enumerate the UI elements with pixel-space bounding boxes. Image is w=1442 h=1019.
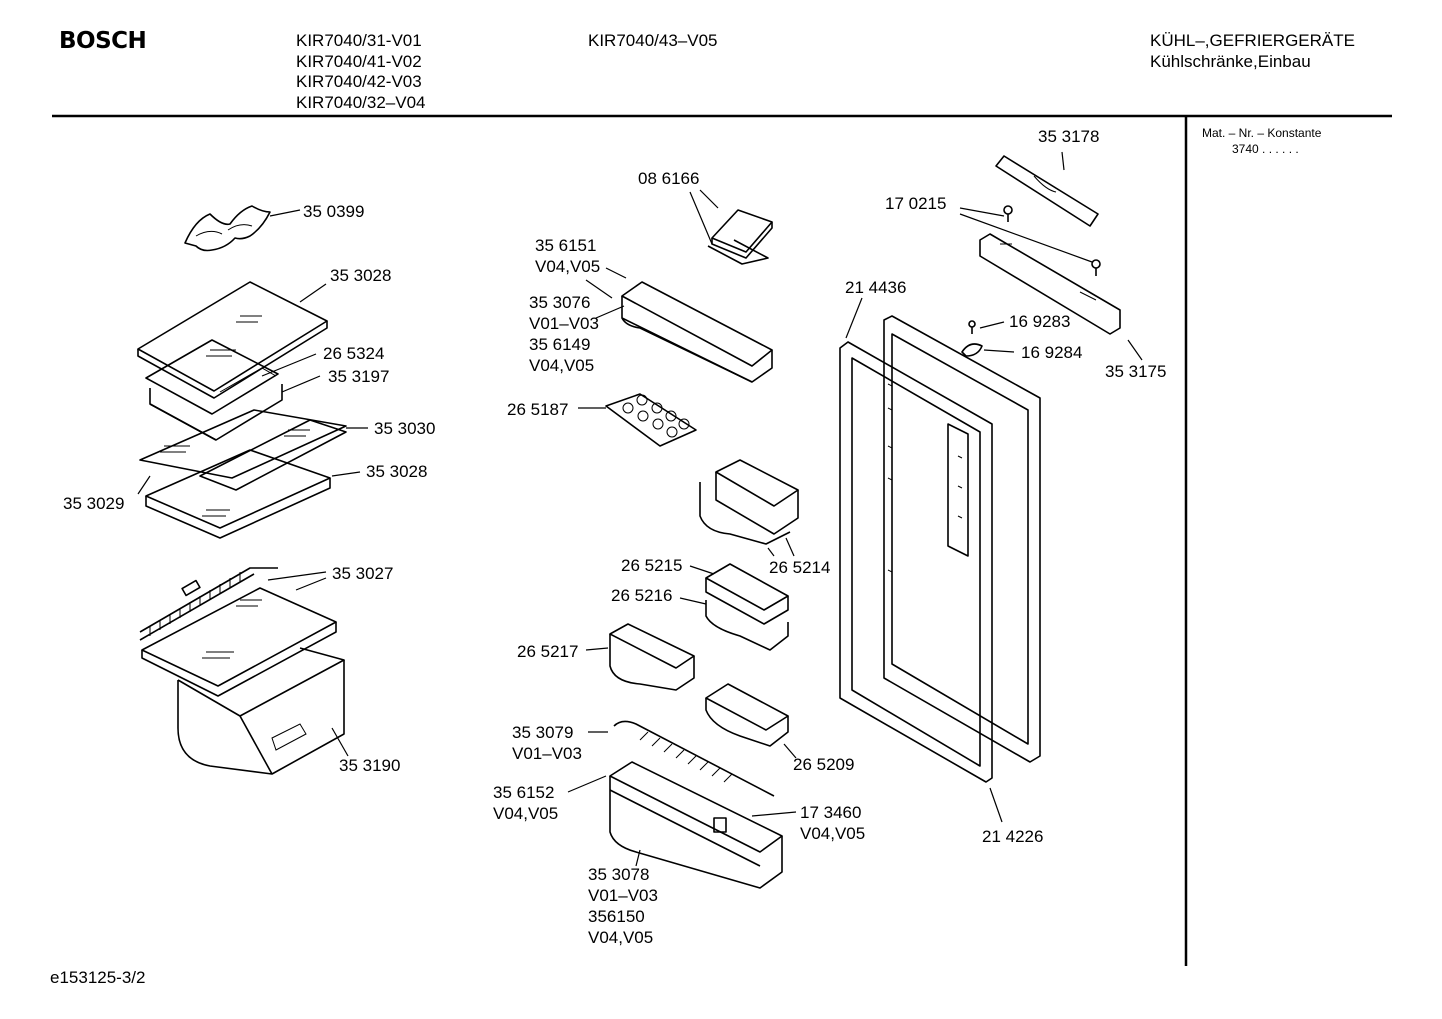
part-label-353028-top: 35 3028 xyxy=(330,266,392,285)
brand-logo: BOSCH xyxy=(59,28,147,54)
model-number: KIR7040/41-V02 xyxy=(296,51,422,71)
glass-shelf-top-drawing xyxy=(137,281,328,399)
part-label-170215: 17 0215 xyxy=(885,194,947,213)
door-drawing xyxy=(839,315,1041,783)
crisper-drawer-drawing xyxy=(145,339,283,441)
glass-shelf-strip-drawing xyxy=(139,567,337,697)
model-number: KIR7040/31-V01 xyxy=(296,31,422,50)
egg-tray-drawing xyxy=(605,393,697,447)
part-label-169284: 16 9284 xyxy=(1021,343,1083,362)
hinge-bracket-drawing xyxy=(979,233,1121,335)
model-number: KIR7040/32–V04 xyxy=(296,92,426,112)
model-number: KIR7040/42-V03 xyxy=(296,72,422,91)
leader-lines xyxy=(137,151,1143,867)
glass-shelf-mid-drawing xyxy=(139,409,347,491)
vegetable-bin-drawing xyxy=(177,647,345,775)
sidebar-constant: 3740 . . . . . . xyxy=(1232,142,1299,156)
part-label-265217: 26 5217 xyxy=(517,642,579,661)
part-label-353029: 35 3029 xyxy=(63,494,125,513)
part-label-214226: 21 4226 xyxy=(982,827,1044,846)
sidebar-title: Mat. – Nr. – Konstante xyxy=(1202,126,1322,140)
door-rack-lower-drawing xyxy=(609,761,783,889)
part-label-086166: 08 6166 xyxy=(638,169,700,188)
category-block: KÜHL–,GEFRIERGERÄTE Kühlschränke,Einbau xyxy=(1150,31,1355,72)
model-list-2: KIR7040/43–V05 xyxy=(588,31,718,52)
butter-box-drawing xyxy=(707,209,773,265)
model-number: KIR7040/43–V05 xyxy=(588,31,718,50)
part-label-353175: 35 3175 xyxy=(1105,362,1167,381)
part-label-214436: 21 4436 xyxy=(845,278,907,297)
part-label-265209: 26 5209 xyxy=(793,755,855,774)
part-label-265187: 26 5187 xyxy=(507,400,569,419)
small-bin-left-drawing xyxy=(609,623,695,691)
part-label-265214: 26 5214 xyxy=(769,558,831,577)
screw-drawing xyxy=(1003,205,1101,276)
egg-clip-drawing xyxy=(184,205,271,252)
part-label-353027: 35 3027 xyxy=(332,564,394,583)
part-label-353030: 35 3030 xyxy=(374,419,436,438)
door-rack-upper-drawing xyxy=(621,281,773,383)
category-title: KÜHL–,GEFRIERGERÄTE xyxy=(1150,31,1355,50)
small-bin-right-drawing xyxy=(705,683,789,747)
part-label-353197: 35 3197 xyxy=(328,367,390,386)
part-label-350399: 35 0399 xyxy=(303,202,365,221)
handle-cover-drawing xyxy=(995,155,1099,227)
part-label-353190: 35 3190 xyxy=(339,756,401,775)
part-label-265324: 26 5324 xyxy=(323,344,385,363)
part-label-265216: 26 5216 xyxy=(611,586,673,605)
glass-shelf-lower-drawing xyxy=(145,449,331,539)
storage-bins-drawing xyxy=(699,459,799,545)
bottle-rail-drawing xyxy=(613,720,775,797)
small-screw-drawing xyxy=(961,320,983,357)
small-bins-drawing xyxy=(705,563,789,651)
subcategory-title: Kühlschränke,Einbau xyxy=(1150,51,1311,71)
part-label-353028-lower: 35 3028 xyxy=(366,462,428,481)
part-label-169283: 16 9283 xyxy=(1009,312,1071,331)
part-label-353178: 35 3178 xyxy=(1038,127,1100,146)
model-list-1: KIR7040/31-V01 KIR7040/41-V02 KIR7040/42… xyxy=(296,31,426,113)
drawing-code: e153125-3/2 xyxy=(50,968,146,987)
part-label-265215: 26 5215 xyxy=(621,556,683,575)
